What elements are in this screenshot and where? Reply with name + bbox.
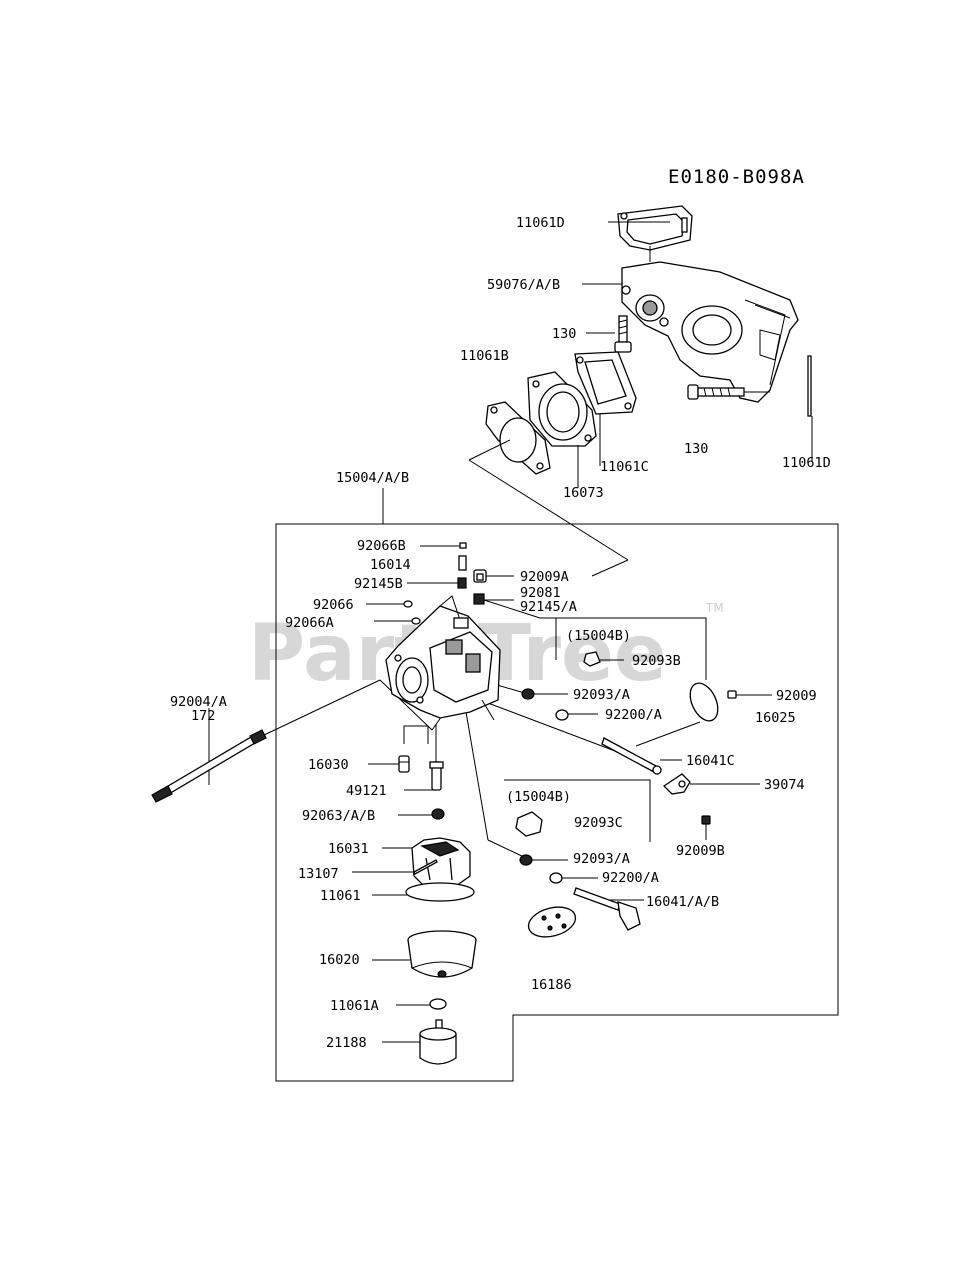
label-11061c: 11061C (600, 459, 649, 475)
gasket-11061b[interactable] (485, 401, 551, 475)
lever-39074[interactable] (662, 773, 691, 795)
label-16073: 16073 (563, 485, 604, 501)
label-11061b: 11061B (460, 348, 509, 364)
gasket-92063[interactable] (431, 808, 445, 820)
idle-screw-92004a[interactable] (151, 729, 267, 803)
label-39074: 39074 (764, 777, 805, 793)
gasket-11061c[interactable] (574, 351, 637, 415)
label-16041ab: 16041/A/B (646, 894, 719, 910)
label-15004ab: 15004/A/B (336, 470, 409, 486)
throttle-valve-16025[interactable] (685, 679, 724, 725)
washer-92200a-upper[interactable] (555, 709, 569, 721)
label-16030: 16030 (308, 757, 349, 773)
label-172: 172 (191, 708, 215, 724)
label-16031: 16031 (328, 841, 369, 857)
label-92004a: 92004/A (170, 694, 227, 710)
plug-92066[interactable] (403, 600, 413, 608)
label-92093a-upper: 92093/A (573, 687, 630, 703)
label-92066b: 92066B (357, 538, 406, 554)
screw-92009b[interactable] (701, 815, 711, 825)
float-16031[interactable] (411, 837, 471, 887)
label-92093b: 92093B (632, 653, 681, 669)
float-pin-13107[interactable] (413, 859, 438, 875)
spring-92145a[interactable] (473, 593, 485, 605)
label-92066: 92066 (313, 597, 354, 613)
label-92200a-upper: 92200/A (605, 707, 662, 723)
label-92093a-lower: 92093/A (573, 851, 630, 867)
main-jet-16030[interactable] (398, 755, 410, 773)
float-chamber-16020[interactable] (407, 930, 477, 978)
nut-92093c[interactable] (515, 811, 543, 837)
label-92063ab: 92063/A/B (302, 808, 375, 824)
intake-manifold-59076[interactable] (621, 261, 799, 403)
assembly-frame (275, 523, 839, 1082)
label-92009a: 92009A (520, 569, 569, 585)
label-11061d-top: 11061D (516, 215, 565, 231)
throttle-shaft-16041c[interactable] (601, 737, 662, 775)
bolt-130-vertical[interactable] (614, 315, 632, 353)
label-130-right: 130 (684, 441, 708, 457)
label-21188: 21188 (326, 1035, 367, 1051)
label-92145a: 92145/A (520, 599, 577, 615)
spring-92145b[interactable] (457, 577, 467, 589)
label-15004b-upper: (15004B) (566, 628, 631, 644)
label-16186: 16186 (531, 977, 572, 993)
reference-lines (208, 221, 813, 1043)
screw-92009[interactable] (727, 690, 737, 699)
washer-92200a-lower[interactable] (549, 872, 563, 884)
choke-valve-16186[interactable] (525, 902, 579, 941)
gasket-11061[interactable] (405, 882, 475, 902)
label-11061a: 11061A (330, 998, 379, 1014)
jet-needle-49121[interactable] (429, 761, 444, 791)
label-92009: 92009 (776, 688, 817, 704)
label-11061: 11061 (320, 888, 361, 904)
plug-92066a[interactable] (411, 617, 421, 625)
label-16025: 16025 (755, 710, 796, 726)
gasket-11061a[interactable] (429, 998, 447, 1010)
gasket-11061d-right[interactable] (807, 355, 812, 417)
seal-92093a-lower[interactable] (519, 854, 533, 866)
label-130-bolt: 130 (552, 326, 576, 342)
watermark-trademark: TM (705, 601, 724, 615)
label-92009b: 92009B (676, 843, 725, 859)
solenoid-21188[interactable] (419, 1019, 457, 1065)
diagram-code: E0180-B098A (668, 166, 805, 188)
seal-92093a-upper[interactable] (521, 688, 535, 700)
pilot-screw-16014[interactable] (458, 555, 467, 571)
label-16041c: 16041C (686, 753, 735, 769)
nut-92093b[interactable] (583, 651, 601, 667)
label-13107: 13107 (298, 866, 339, 882)
label-15004b-lower: (15004B) (506, 789, 571, 805)
label-92145b: 92145B (354, 576, 403, 592)
label-59076ab: 59076/A/B (487, 277, 560, 293)
screw-92009a[interactable] (473, 569, 487, 583)
label-11061d-right: 11061D (782, 455, 831, 471)
label-16020: 16020 (319, 952, 360, 968)
label-92200a-lower: 92200/A (602, 870, 659, 886)
carburetor-body-15004[interactable] (385, 595, 501, 721)
label-92093c: 92093C (574, 815, 623, 831)
label-92066a: 92066A (285, 615, 334, 631)
gasket-11061d-top[interactable] (617, 205, 693, 251)
pilot-jet-92066b[interactable] (459, 542, 467, 549)
choke-shaft-16041[interactable] (573, 887, 641, 931)
label-49121: 49121 (346, 783, 387, 799)
insulator-16073[interactable] (527, 371, 597, 447)
label-92081: 92081 (520, 585, 561, 601)
label-16014: 16014 (370, 557, 411, 573)
bolt-130-horizontal[interactable] (687, 384, 745, 400)
